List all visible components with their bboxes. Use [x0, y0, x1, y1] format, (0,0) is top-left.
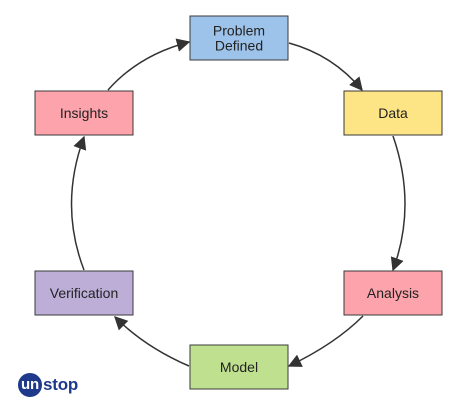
node-box-verification	[34, 270, 134, 316]
logo-badge: un	[18, 373, 42, 397]
logo-text: stop	[43, 375, 79, 394]
unstop-logo: un stop	[18, 372, 78, 398]
edge-analysis-to-model	[287, 315, 364, 367]
node-box-problem-defined	[189, 15, 289, 61]
edge-insights-to-problem-defined	[107, 38, 191, 91]
node-data: Data	[343, 90, 443, 136]
node-label-analysis: Analysis	[367, 285, 419, 301]
node-insights: Insights	[34, 90, 134, 136]
node-label-problem-defined-line-1: Problem	[213, 23, 265, 39]
node-box-model	[189, 344, 289, 390]
node-label-insights: Insights	[60, 105, 108, 121]
node-analysis: Analysis	[343, 270, 443, 316]
edge-model-to-verification	[114, 316, 190, 367]
node-label-problem-defined-line-2: Defined	[215, 38, 263, 54]
node-box-insights	[34, 90, 134, 136]
node-label-model: Model	[220, 359, 258, 375]
edge-data-to-analysis	[390, 135, 406, 272]
node-box-analysis	[343, 270, 443, 316]
node-label-data: Data	[378, 105, 408, 121]
node-box-data	[343, 90, 443, 136]
node-label-verification: Verification	[50, 285, 118, 301]
edge-verification-to-insights	[70, 135, 87, 271]
edge-problem-defined-to-data	[288, 42, 363, 92]
edges-layer	[70, 38, 406, 367]
node-verification: Verification	[34, 270, 134, 316]
node-model: Model	[189, 344, 289, 390]
